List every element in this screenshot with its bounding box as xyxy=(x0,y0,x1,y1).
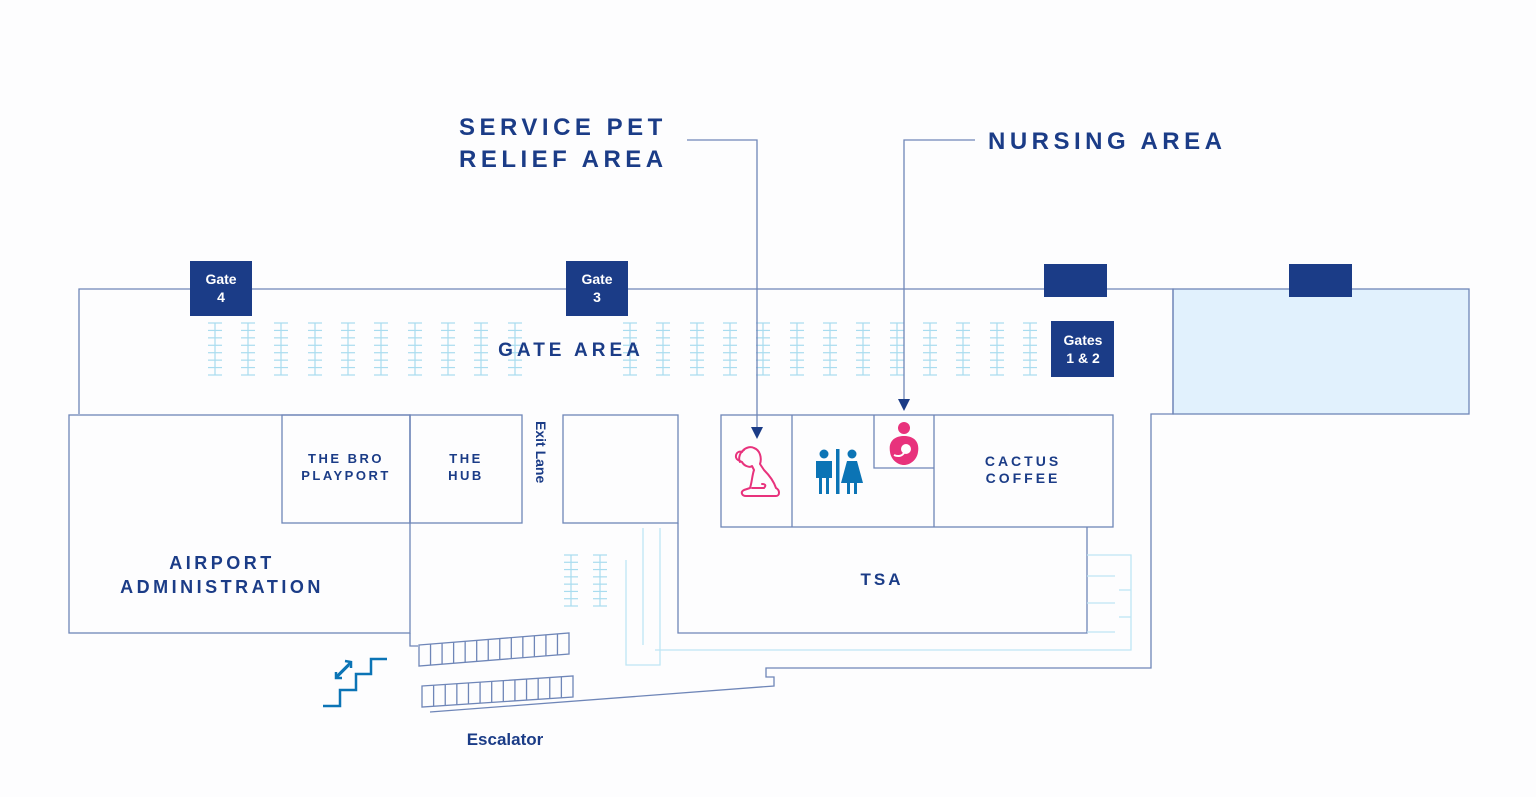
seat-row xyxy=(374,322,388,376)
service-pet-callout-1: SERVICE PET xyxy=(459,114,667,141)
seat-row xyxy=(341,322,355,376)
admin-label-1: AIRPORT xyxy=(169,553,275,573)
tsa-label: TSA xyxy=(861,570,904,589)
seat-row xyxy=(856,322,870,376)
restroom-icon[interactable] xyxy=(816,449,863,494)
gates-1-2[interactable]: Gates 1 & 2 xyxy=(1051,321,1114,377)
seat-row xyxy=(656,322,670,376)
seat-row xyxy=(990,322,1004,376)
hub-room[interactable] xyxy=(409,414,523,524)
services-block xyxy=(720,414,1114,528)
seat-row xyxy=(441,322,455,376)
tsa-wall xyxy=(677,523,1088,634)
seating xyxy=(208,322,1037,607)
seat-row xyxy=(623,322,637,376)
gate-door-1[interactable] xyxy=(1044,264,1107,297)
seat-row xyxy=(564,554,578,607)
cactus-coffee-label-1: CACTUS xyxy=(985,453,1061,469)
seat-row xyxy=(756,322,770,376)
dog-icon[interactable] xyxy=(734,446,780,497)
terminal-outer-wall xyxy=(78,288,1174,713)
seat-row xyxy=(956,322,970,376)
seat-row xyxy=(923,322,937,376)
unnamed-room xyxy=(562,414,679,524)
hub-label-1: THE xyxy=(449,451,483,466)
nursing-room-wall xyxy=(873,415,934,469)
queue-lines xyxy=(625,528,1132,666)
gate-area-label: GATE AREA xyxy=(498,340,644,361)
seat-row xyxy=(690,322,704,376)
nursing-callout: NURSING AREA xyxy=(988,128,1226,155)
seat-row xyxy=(408,322,422,376)
gate-3-number: 3 xyxy=(593,289,601,305)
escalator-label: Escalator xyxy=(467,730,544,749)
gate-door-2[interactable] xyxy=(1289,264,1352,297)
seat-row xyxy=(823,322,837,376)
seat-row xyxy=(241,322,255,376)
admin-wall xyxy=(68,414,411,634)
escalators xyxy=(418,632,574,708)
gate-4-label: Gate xyxy=(205,271,236,287)
service-pet-leader-line xyxy=(687,139,758,428)
seat-row xyxy=(474,322,488,376)
bro-playport-label-1: THE BRO xyxy=(308,451,384,466)
cactus-coffee-label-2: COFFEE xyxy=(986,470,1061,486)
nursing-mother-icon[interactable] xyxy=(889,422,919,465)
escalator xyxy=(418,632,570,667)
service-pet-callout-2: RELIEF AREA xyxy=(459,146,668,173)
seat-row xyxy=(508,322,522,376)
bro-playport-label-2: PLAYPORT xyxy=(301,468,391,483)
gate-4-number: 4 xyxy=(217,289,225,305)
gate-3-label: Gate xyxy=(581,271,612,287)
concourse-extension xyxy=(1172,288,1470,415)
seat-row xyxy=(208,322,222,376)
gate-3[interactable]: Gate 3 xyxy=(566,261,628,316)
stairs-icon[interactable] xyxy=(323,657,387,708)
seat-row xyxy=(308,322,322,376)
service-pet-arrow xyxy=(751,427,763,439)
nursing-leader-line xyxy=(903,139,975,400)
escalator xyxy=(421,675,574,708)
gate-4[interactable]: Gate 4 xyxy=(190,261,252,316)
nursing-arrow xyxy=(898,399,910,411)
seat-row xyxy=(1023,322,1037,376)
admin-label-2: ADMINISTRATION xyxy=(120,577,324,597)
gates-1-2-label: Gates xyxy=(1064,332,1103,348)
exit-lane-label: Exit Lane xyxy=(533,421,549,483)
seat-row xyxy=(274,322,288,376)
seat-row xyxy=(723,322,737,376)
wall-segment xyxy=(409,633,418,647)
gates-1-2-number: 1 & 2 xyxy=(1066,350,1100,366)
seat-row xyxy=(890,322,904,376)
seat-row xyxy=(593,554,607,607)
seat-row xyxy=(790,322,804,376)
hub-label-2: HUB xyxy=(448,468,484,483)
